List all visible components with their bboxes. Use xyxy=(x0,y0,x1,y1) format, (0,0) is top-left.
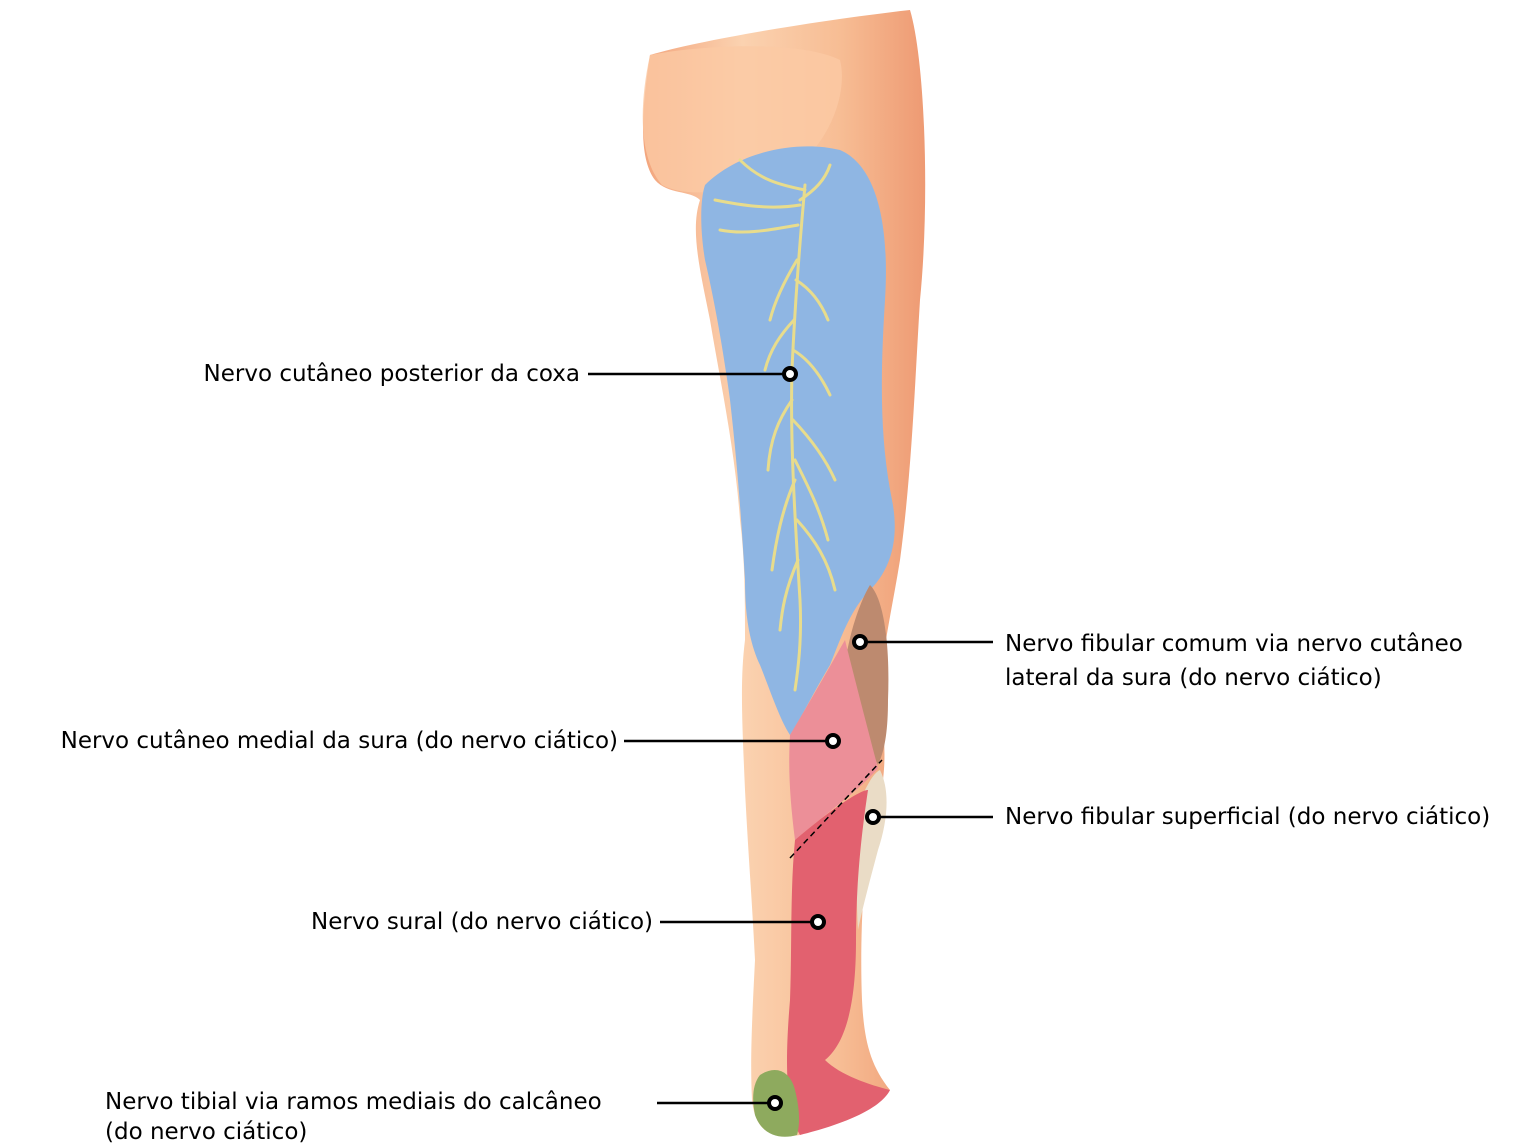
dot-medial-sural xyxy=(827,735,839,747)
dot-tibial xyxy=(769,1097,781,1109)
label-tibial-line2: (do nervo ciático) xyxy=(105,1116,307,1148)
dot-posterior-thigh xyxy=(784,368,796,380)
label-medial-sural: Nervo cutâneo medial da sura (do nervo c… xyxy=(61,725,618,757)
dot-common-fibular xyxy=(854,636,866,648)
dot-superficial-fibular xyxy=(867,811,879,823)
label-tibial-line1: Nervo tibial via ramos mediais do calcân… xyxy=(105,1086,602,1118)
dot-sural xyxy=(812,916,824,928)
label-posterior-thigh: Nervo cutâneo posterior da coxa xyxy=(204,358,580,390)
label-sural: Nervo sural (do nervo ciático) xyxy=(311,906,653,938)
label-common-fibular-line2: lateral da sura (do nervo ciático) xyxy=(1005,662,1382,694)
label-common-fibular-line1: Nervo fibular comum via nervo cutâneo xyxy=(1005,628,1463,660)
label-superficial-fibular: Nervo fibular superficial (do nervo ciát… xyxy=(1005,801,1490,833)
